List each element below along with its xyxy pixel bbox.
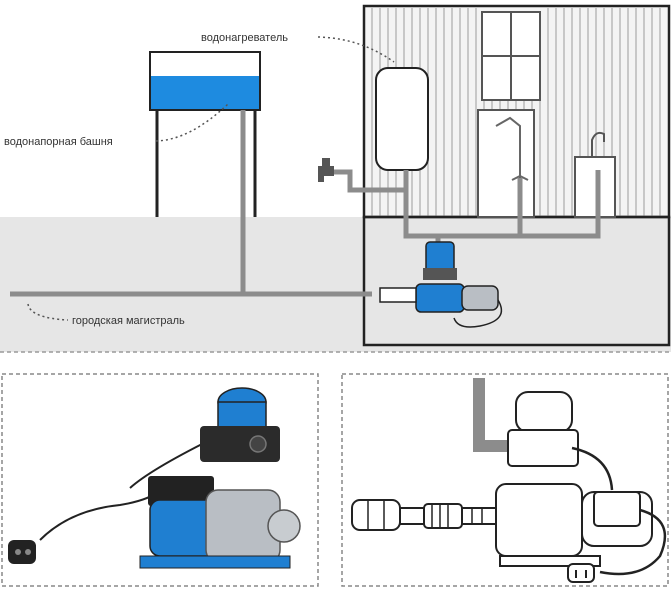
shower-icon [495,116,521,178]
sink-icon [591,131,605,157]
tower-water [151,76,259,109]
city-main-leader [27,303,69,321]
pipes [10,110,601,297]
drawing-inlet-fitting [351,499,401,531]
pump-body [415,283,465,313]
house-pump [379,241,503,328]
photo-base [139,555,291,569]
drawing-pump-housing [495,483,583,557]
water-heater [375,67,429,171]
label-water-heater: водонагреватель [201,32,288,44]
house-siding [371,8,661,216]
pump-photo-panel [1,373,319,587]
label-city-main: городская магистраль [72,315,185,327]
drawing-power-cord [571,446,667,576]
pump-drawing-panel [341,373,669,587]
pump-pressure-switch [425,241,455,273]
water-tower [149,51,261,217]
house [362,4,671,347]
pump-motor [461,285,499,311]
water-tower-leader [155,103,229,142]
faucet-icon [318,158,334,182]
power-plug-icon [567,563,595,583]
drawing-pressure-switch [515,391,573,433]
photo-terminal-box [148,476,214,506]
ground-area [0,217,671,352]
drawing-terminal-box [593,491,641,527]
power-plug-icon [8,540,36,564]
sink-cabinet [574,156,616,218]
house-riser [438,170,601,239]
faucet-pipe [332,169,406,193]
shower-cabin [477,109,535,218]
label-water-tower: водонапорная башня [4,136,113,148]
drawing-supply-pipe [473,378,510,452]
photo-control-box [200,426,280,462]
water-heater-leader [317,36,395,63]
